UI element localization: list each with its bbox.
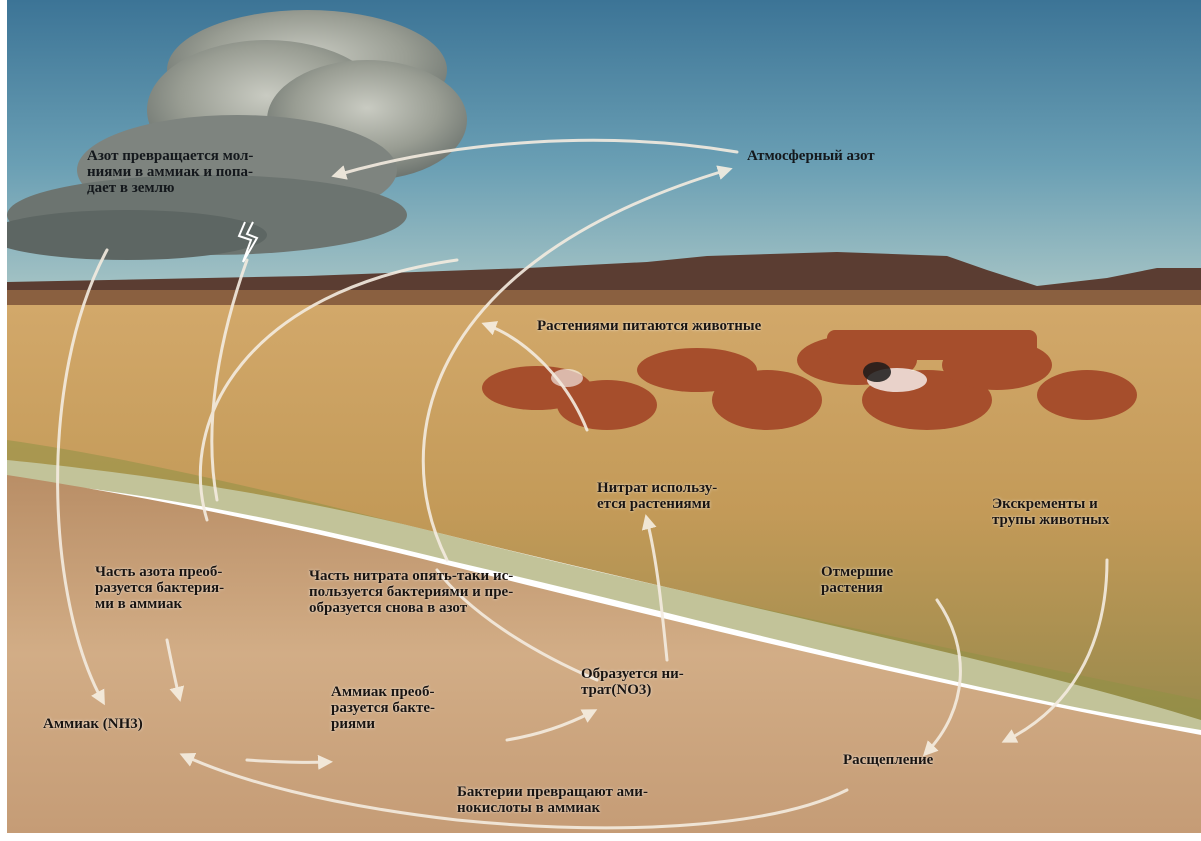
label-atmospheric-nitrogen: Атмосферный азот <box>747 148 947 164</box>
label-ammonia: Аммиак (NH3) <box>43 716 203 732</box>
label-animals-eat-plants: Растениями питаются животные <box>537 318 837 334</box>
label-decomposition: Расщепление <box>843 752 993 768</box>
nitrogen-cycle-illustration: Азот превращается мол- ниями в аммиак и … <box>7 0 1201 833</box>
label-amino-acids: Бактерии превращают ами- нокислоты в амм… <box>457 784 737 816</box>
scene-background <box>7 0 1201 833</box>
label-nitrate-to-nitrogen: Часть нитрата опять-таки ис- пользуется … <box>309 568 599 616</box>
label-dead-plants: Отмершие растения <box>821 564 941 596</box>
label-ammonia-converted: Аммиак преоб- разуется бакте- риями <box>331 684 491 732</box>
label-lightning: Азот превращается мол- ниями в аммиак и … <box>87 148 337 196</box>
label-nitrate-used-by-plants: Нитрат использу- ется растениями <box>597 480 767 512</box>
label-excrement: Экскременты и трупы животных <box>992 496 1162 528</box>
label-bacteria-to-ammonia: Часть азота преоб- разуется бактерия- ми… <box>95 564 275 612</box>
label-nitrate-formed: Образуется ни- трат(NO3) <box>581 666 741 698</box>
